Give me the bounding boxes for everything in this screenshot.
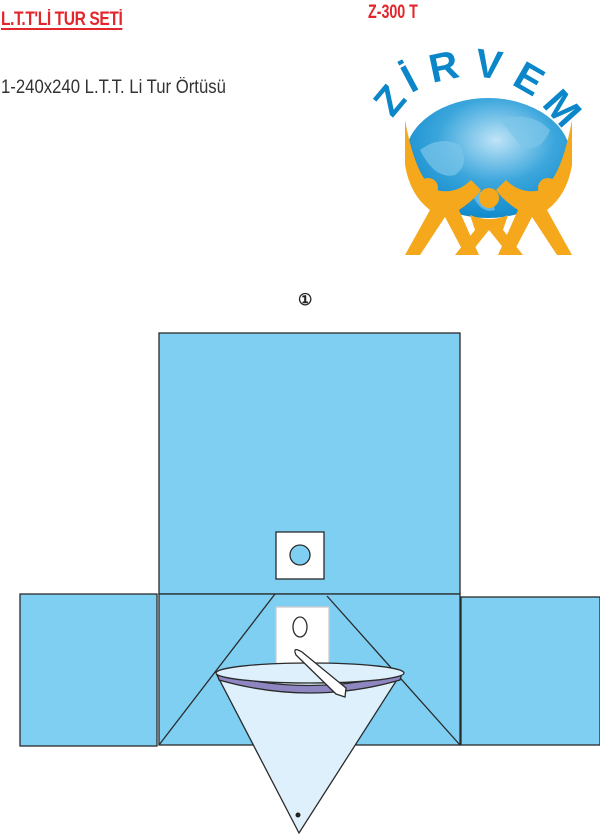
- drape-diagram: [19, 332, 600, 835]
- drain-strip: [294, 648, 347, 698]
- product-code: Z-300 T: [368, 2, 418, 23]
- fold-line-left: [158, 593, 276, 746]
- zirvem-logo: Z İ R V E M: [365, 41, 589, 255]
- drape-left-panel: [19, 593, 158, 747]
- set-title: L.T.T'Lİ TUR SETİ: [1, 9, 123, 30]
- contents-item: 1-240x240 L.T.T. Li Tur Örtüsü: [1, 77, 226, 98]
- pouch-rim: [216, 672, 403, 694]
- people-figures: [405, 120, 572, 255]
- drape-right-panel: [460, 596, 600, 746]
- svg-text:E: E: [506, 54, 551, 105]
- drain-point: [295, 812, 301, 818]
- fenestration-hole: [289, 544, 311, 566]
- svg-text:V: V: [473, 41, 506, 88]
- item-number-marker: ①: [298, 292, 313, 309]
- svg-text:R: R: [425, 43, 463, 92]
- label-hole: [292, 616, 308, 638]
- fluid-pouch: [215, 674, 402, 835]
